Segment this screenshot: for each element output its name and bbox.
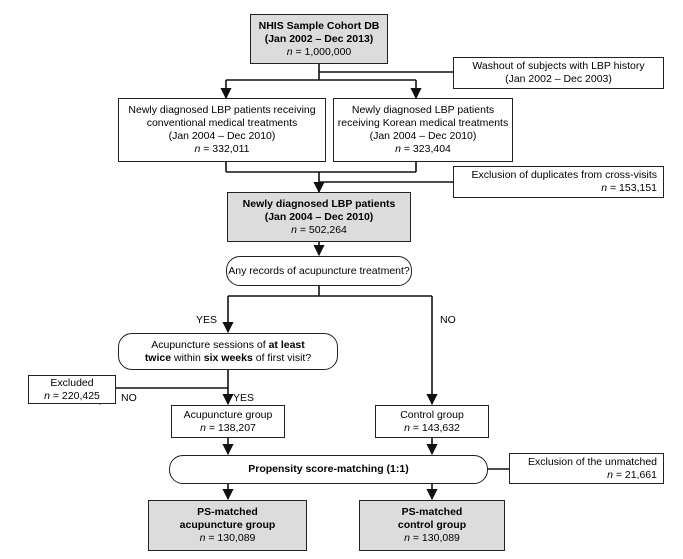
washout-text: Washout of subjects with LBP history bbox=[472, 60, 645, 72]
control-group-count: n = 143,632 bbox=[404, 421, 460, 434]
newly-count: n = 502,264 bbox=[291, 223, 347, 236]
no-label-2: NO bbox=[121, 392, 137, 404]
control-group-box: Control group n = 143,632 bbox=[375, 405, 489, 438]
question-acupuncture-sessions: Acupuncture sessions of at least twice w… bbox=[118, 333, 338, 370]
conventional-line1: Newly diagnosed LBP patients receiving bbox=[128, 104, 316, 116]
korean-period: (Jan 2004 – Dec 2010) bbox=[369, 130, 477, 142]
duplicates-count: n = 153,151 bbox=[601, 182, 657, 194]
control-group-title: Control group bbox=[400, 408, 464, 421]
question1-text: Any records of acupuncture treatment? bbox=[228, 264, 410, 277]
washout-period: (Jan 2002 – Dec 2003) bbox=[505, 73, 612, 85]
conventional-period: (Jan 2004 – Dec 2010) bbox=[168, 130, 276, 142]
yes-label-1: YES bbox=[196, 314, 218, 326]
excluded-count: n = 220,425 bbox=[44, 389, 100, 402]
unmatched-box: Exclusion of the unmatched n = 21,661 bbox=[509, 453, 664, 484]
excluded-text: Excluded bbox=[50, 376, 94, 389]
cohort-title: NHIS Sample Cohort DB bbox=[258, 19, 380, 32]
acupuncture-group-box: Acupuncture group n = 138,207 bbox=[171, 405, 285, 438]
cohort-period: (Jan 2002 – Dec 2013) bbox=[264, 32, 374, 45]
propensity-matching-box: Propensity score-matching (1:1) bbox=[169, 455, 488, 484]
ps-acu-line2: acupuncture group bbox=[179, 519, 276, 531]
ps-acu-count: n = 130,089 bbox=[199, 532, 256, 544]
question2-line2: twice within six weeks of first visit? bbox=[144, 351, 312, 364]
psm-text: Propensity score-matching (1:1) bbox=[248, 463, 409, 475]
ps-acu-line1: PS-matched bbox=[197, 506, 258, 518]
cohort-count: n = 1,000,000 bbox=[286, 45, 352, 58]
unmatched-count: n = 21,661 bbox=[607, 468, 657, 481]
washout-box: Washout of subjects with LBP history (Ja… bbox=[453, 57, 664, 89]
korean-line1: Newly diagnosed LBP patients bbox=[351, 104, 495, 116]
excluded-box: Excluded n = 220,425 bbox=[28, 375, 116, 404]
ps-matched-acupuncture-box: PS-matched acupuncture group n = 130,089 bbox=[148, 500, 307, 551]
newly-period: (Jan 2004 – Dec 2010) bbox=[264, 210, 374, 223]
no-label-1: NO bbox=[440, 314, 456, 326]
korean-count: n = 323,404 bbox=[395, 143, 451, 155]
ps-matched-control-box: PS-matched control group n = 130,089 bbox=[359, 500, 505, 551]
newly-diagnosed-box: Newly diagnosed LBP patients (Jan 2004 –… bbox=[227, 192, 411, 242]
yes-label-2: YES bbox=[233, 392, 255, 404]
conventional-line2: conventional medical treatments bbox=[146, 117, 298, 129]
unmatched-text: Exclusion of the unmatched bbox=[528, 455, 657, 468]
question2-line1: Acupuncture sessions of at least bbox=[151, 338, 305, 351]
acu-group-count: n = 138,207 bbox=[200, 421, 256, 434]
acu-group-title: Acupuncture group bbox=[183, 408, 273, 421]
ps-ctrl-count: n = 130,089 bbox=[404, 532, 460, 544]
ps-ctrl-line2: control group bbox=[397, 519, 467, 531]
duplicates-box: Exclusion of duplicates from cross-visit… bbox=[453, 166, 664, 198]
korean-line2: receiving Korean medical treatments bbox=[337, 117, 509, 129]
conventional-box: Newly diagnosed LBP patients receiving c… bbox=[118, 98, 326, 162]
question-acupuncture-records: Any records of acupuncture treatment? bbox=[226, 256, 412, 286]
cohort-box: NHIS Sample Cohort DB (Jan 2002 – Dec 20… bbox=[250, 14, 388, 64]
korean-box: Newly diagnosed LBP patients receiving K… bbox=[333, 98, 513, 162]
newly-title: Newly diagnosed LBP patients bbox=[242, 197, 396, 210]
ps-ctrl-line1: PS-matched bbox=[401, 506, 463, 518]
conventional-count: n = 332,011 bbox=[194, 143, 250, 155]
duplicates-text: Exclusion of duplicates from cross-visit… bbox=[471, 169, 657, 181]
